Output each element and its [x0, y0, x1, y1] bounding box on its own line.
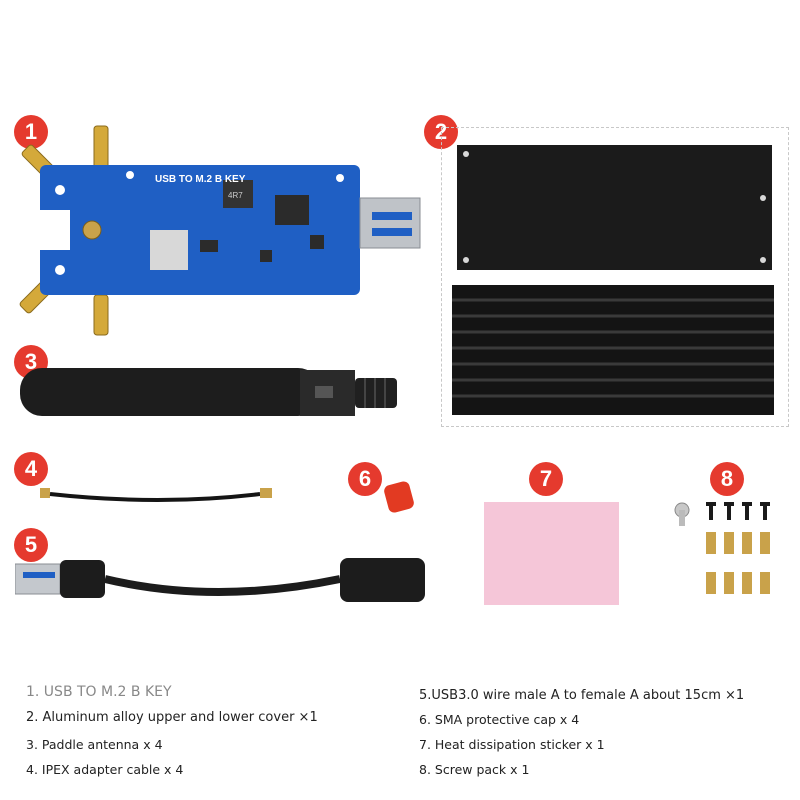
usb-m2-adapter-board-icon: USB TO M.2 B KEY 4R7 [19, 125, 421, 336]
badge-4: 4 [14, 452, 48, 486]
board-label: USB TO M.2 B KEY [155, 174, 246, 185]
badge-8: 8 [710, 462, 744, 496]
ipex-cable-icon [40, 488, 272, 502]
paddle-antenna-icon [20, 368, 397, 416]
badge-5: 5 [14, 528, 48, 562]
sma-cap-icon [384, 481, 414, 513]
thermal-pad-icon [484, 502, 619, 605]
list-item-7: 7. Heat dissipation sticker x 1 [419, 737, 605, 752]
list-item-6: 6. SMA protective cap x 4 [419, 712, 580, 727]
usb-extension-cable-icon [15, 558, 425, 602]
list-item-1: 1. USB TO M.2 B KEY [26, 684, 172, 700]
badge-1: 1 [14, 115, 48, 149]
list-item-8: 8. Screw pack x 1 [419, 762, 530, 777]
badge-6: 6 [348, 462, 382, 496]
badge-7: 7 [529, 462, 563, 496]
list-item-5: 5.USB3.0 wire male A to female A about 1… [419, 688, 745, 703]
list-item-3: 3. Paddle antenna x 4 [26, 737, 163, 752]
list-item-4: 4. IPEX adapter cable x 4 [26, 762, 184, 777]
screw-pack-icon [674, 502, 770, 594]
aluminum-cover-heatsink-icon [452, 145, 774, 415]
inductor-label: 4R7 [228, 191, 243, 200]
list-item-2: 2. Aluminum alloy upper and lower cover … [26, 710, 318, 725]
cover-frame [441, 127, 789, 427]
